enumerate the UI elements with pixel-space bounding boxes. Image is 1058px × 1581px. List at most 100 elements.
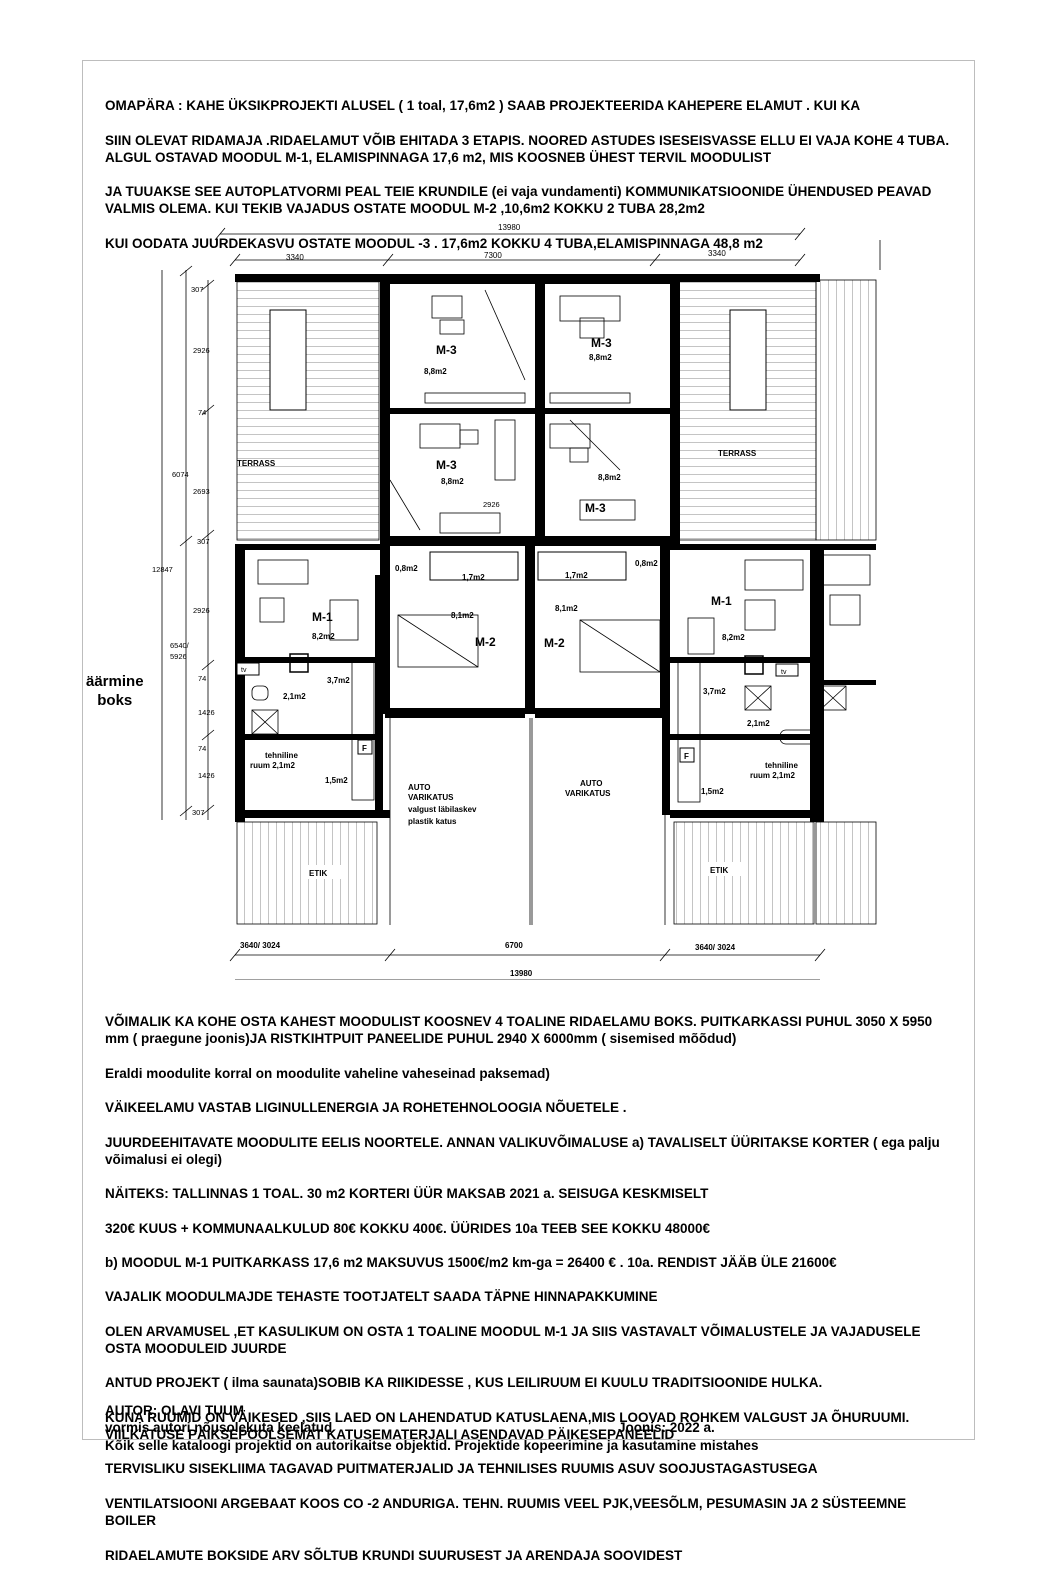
carport-left-line2: VARIKATUS: [408, 793, 454, 802]
fridge-left: F: [362, 744, 367, 753]
corridor-right-area: 1,7m2: [565, 571, 588, 580]
description-line: VÕIMALIK KA KOHE OSTA KAHEST MOODULIST K…: [105, 1014, 933, 1047]
dim-2926a: 2926: [193, 346, 210, 355]
fridge-right: F: [684, 752, 689, 761]
entry-left-area: 0,8m2: [395, 564, 418, 573]
m1-right-label: M-1: [711, 594, 732, 608]
left-dimension-lines: [161, 265, 215, 820]
carport-right-line2: VARIKATUS: [565, 789, 611, 798]
dim-1426b: 1426: [198, 771, 215, 780]
copyright-line2: vormis autori nõusolekuta keelatud: [105, 1420, 333, 1435]
dim-inner-74: 74: [485, 534, 493, 543]
dim-inner-2926: 2926: [483, 500, 500, 509]
dim-left-bottom: 3640/ 3024: [240, 941, 281, 950]
dim-1426a: 1426: [198, 708, 215, 717]
dim-74b: 74: [198, 674, 206, 683]
dim-2926b: 2926: [193, 606, 210, 615]
m2-right-label: M-2: [544, 636, 565, 650]
dim-307b: 307: [197, 537, 210, 546]
carport-left-line3: valgust läbilaskev: [408, 805, 477, 814]
carport-left-line1: AUTO: [408, 783, 431, 792]
description-line: 320€ KUUS + KOMMUNAALKULUD 80€ KOKKU 400…: [105, 1220, 711, 1236]
description-line: JUURDEEHITAVATE MOODULITE EELIS NOORTELE…: [105, 1134, 940, 1167]
entry-right-area: 0,8m2: [635, 559, 658, 568]
tech-right-line2: ruum 2,1m2: [750, 771, 795, 780]
m3-c-label: M-3: [436, 458, 457, 472]
copyright-line: Kõik selle kataloogi projektid on autori…: [105, 1437, 759, 1453]
deck-far-right: [815, 821, 877, 925]
deck-left-label: ETIK: [309, 869, 327, 878]
drawing-year: Joonis: 2022 a.: [618, 1420, 715, 1435]
dim-12847: 12847: [152, 565, 173, 574]
m1-left-label: M-1: [312, 610, 333, 624]
m3-b-area: 8,8m2: [589, 353, 612, 362]
outer-box-label: äärmine boks: [86, 672, 144, 710]
m1-right-area: 8,2m2: [722, 633, 745, 642]
description-line: ANTUD PROJEKT ( ilma saunata)SOBIB KA RI…: [105, 1375, 823, 1391]
m2-right-area: 8,1m2: [555, 604, 578, 613]
dim-74a: 74: [198, 408, 206, 417]
intro-line: SIIN OLEVAT RIDAMAJA .RIDAELAMUT VÕIB EH…: [105, 132, 950, 165]
carport-left-line4: plastik katus: [408, 817, 457, 826]
dim-right-bottom: 3640/ 3024: [695, 943, 736, 952]
m2-left-area: 8,1m2: [451, 611, 474, 620]
tv-left: tv: [241, 667, 247, 674]
dim-2693: 2693: [193, 487, 210, 496]
walls: [235, 274, 876, 822]
tech-left-line1: tehniline: [265, 751, 298, 760]
description-line: NÄITEKS: TALLINNAS 1 TOAL. 30 m2 KORTERI…: [105, 1186, 709, 1202]
description-line: TERVISLIKU SISEKLIIMA TAGAVAD PUITMATERJ…: [105, 1461, 818, 1477]
bath-left-area: 2,1m2: [283, 692, 306, 701]
wc-left-area: 1,5m2: [325, 776, 348, 785]
description-line: b) MOODUL M-1 PUITKARKASS 17,6 m2 MAKSUV…: [105, 1255, 837, 1271]
tech-right-line1: tehniline: [765, 761, 798, 770]
author-block: AUTOR: OLAVI TUUM Kõik selle kataloogi p…: [105, 1385, 955, 1471]
description-line: VÄIKEELAMU VASTAB LIGINULLENERGIA JA ROH…: [105, 1100, 627, 1116]
m3-c-area: 8,8m2: [441, 477, 464, 486]
dim-307c: 307: [192, 808, 205, 817]
wc-right-area: 1,5m2: [701, 787, 724, 796]
intro-line: OMAPÄRA : KAHE ÜKSIKPROJEKTI ALUSEL ( 1 …: [105, 98, 861, 114]
dim-6540: 6540/: [170, 641, 190, 650]
m2-left-label: M-2: [475, 635, 496, 649]
m3-d-area: 8,8m2: [598, 473, 621, 482]
floor-plan: 13980 3340 7300 3340 3340 307 2926 74 60…: [152, 223, 881, 980]
dim-6074: 6074: [172, 470, 189, 479]
intro-text: OMAPÄRA : KAHE ÜKSIKPROJEKTI ALUSEL ( 1 …: [105, 80, 965, 269]
m3-d-label: M-3: [585, 501, 606, 515]
m3-a-area: 8,8m2: [424, 367, 447, 376]
author-title: AUTOR: OLAVI TUUM: [105, 1403, 244, 1419]
dim-307a: 307: [191, 285, 204, 294]
page-border: [82, 60, 975, 1440]
description-line: VAJALIK MOODULMAJDE TEHASTE TOOTJATELT S…: [105, 1289, 658, 1305]
dim-total-bottom: 13980: [510, 969, 533, 978]
tech-left-line2: ruum 2,1m2: [250, 761, 295, 770]
outer-box-label-line1: äärmine: [86, 673, 144, 690]
deck-right-label: ETIK: [710, 866, 728, 875]
corridor-left-area: 1,7m2: [462, 573, 485, 582]
m3-a-label: M-3: [436, 343, 457, 357]
outer-box-label-line2: boks: [97, 692, 133, 709]
dim-5926: 5926: [170, 652, 187, 661]
dim-right-top: 3340: [708, 249, 726, 258]
bottom-dimension-lines: [229, 948, 826, 980]
description-text: VÕIMALIK KA KOHE OSTA KAHEST MOODULIST K…: [105, 996, 955, 1581]
terrace-far-right: [815, 279, 877, 541]
terrace-right-label: TERRASS: [718, 449, 757, 458]
author-footer: vormis autori nõusolekuta keelatud Jooni…: [105, 1419, 755, 1436]
intro-line: KUI OODATA JUURDEKASVU OSTATE MOODUL -3 …: [105, 235, 763, 251]
dim-total-top: 13980: [498, 223, 521, 232]
dim-mid-top: 7300: [484, 251, 502, 260]
bath-right-area: 2,1m2: [747, 719, 770, 728]
description-line: KUNA RUUMID ON VÄIKESED ,SIIS LAED ON LA…: [105, 1409, 910, 1443]
kitchen-right-area: 3,7m2: [703, 687, 726, 696]
description-line: VENTILATSIOONI ARGEBAAT KOOS CO -2 ANDUR…: [105, 1495, 907, 1529]
description-line: Eraldi moodulite korral on moodulite vah…: [105, 1065, 550, 1081]
dim-mid-bottom: 6700: [505, 941, 523, 950]
tv-right: tv: [781, 669, 787, 676]
dim-74c: 74: [198, 744, 206, 753]
deck-right: [673, 821, 815, 925]
dim-left-top: 3340: [286, 253, 304, 262]
top-dimension-lines: [214, 227, 881, 270]
carport-right-line1: AUTO: [580, 779, 603, 788]
